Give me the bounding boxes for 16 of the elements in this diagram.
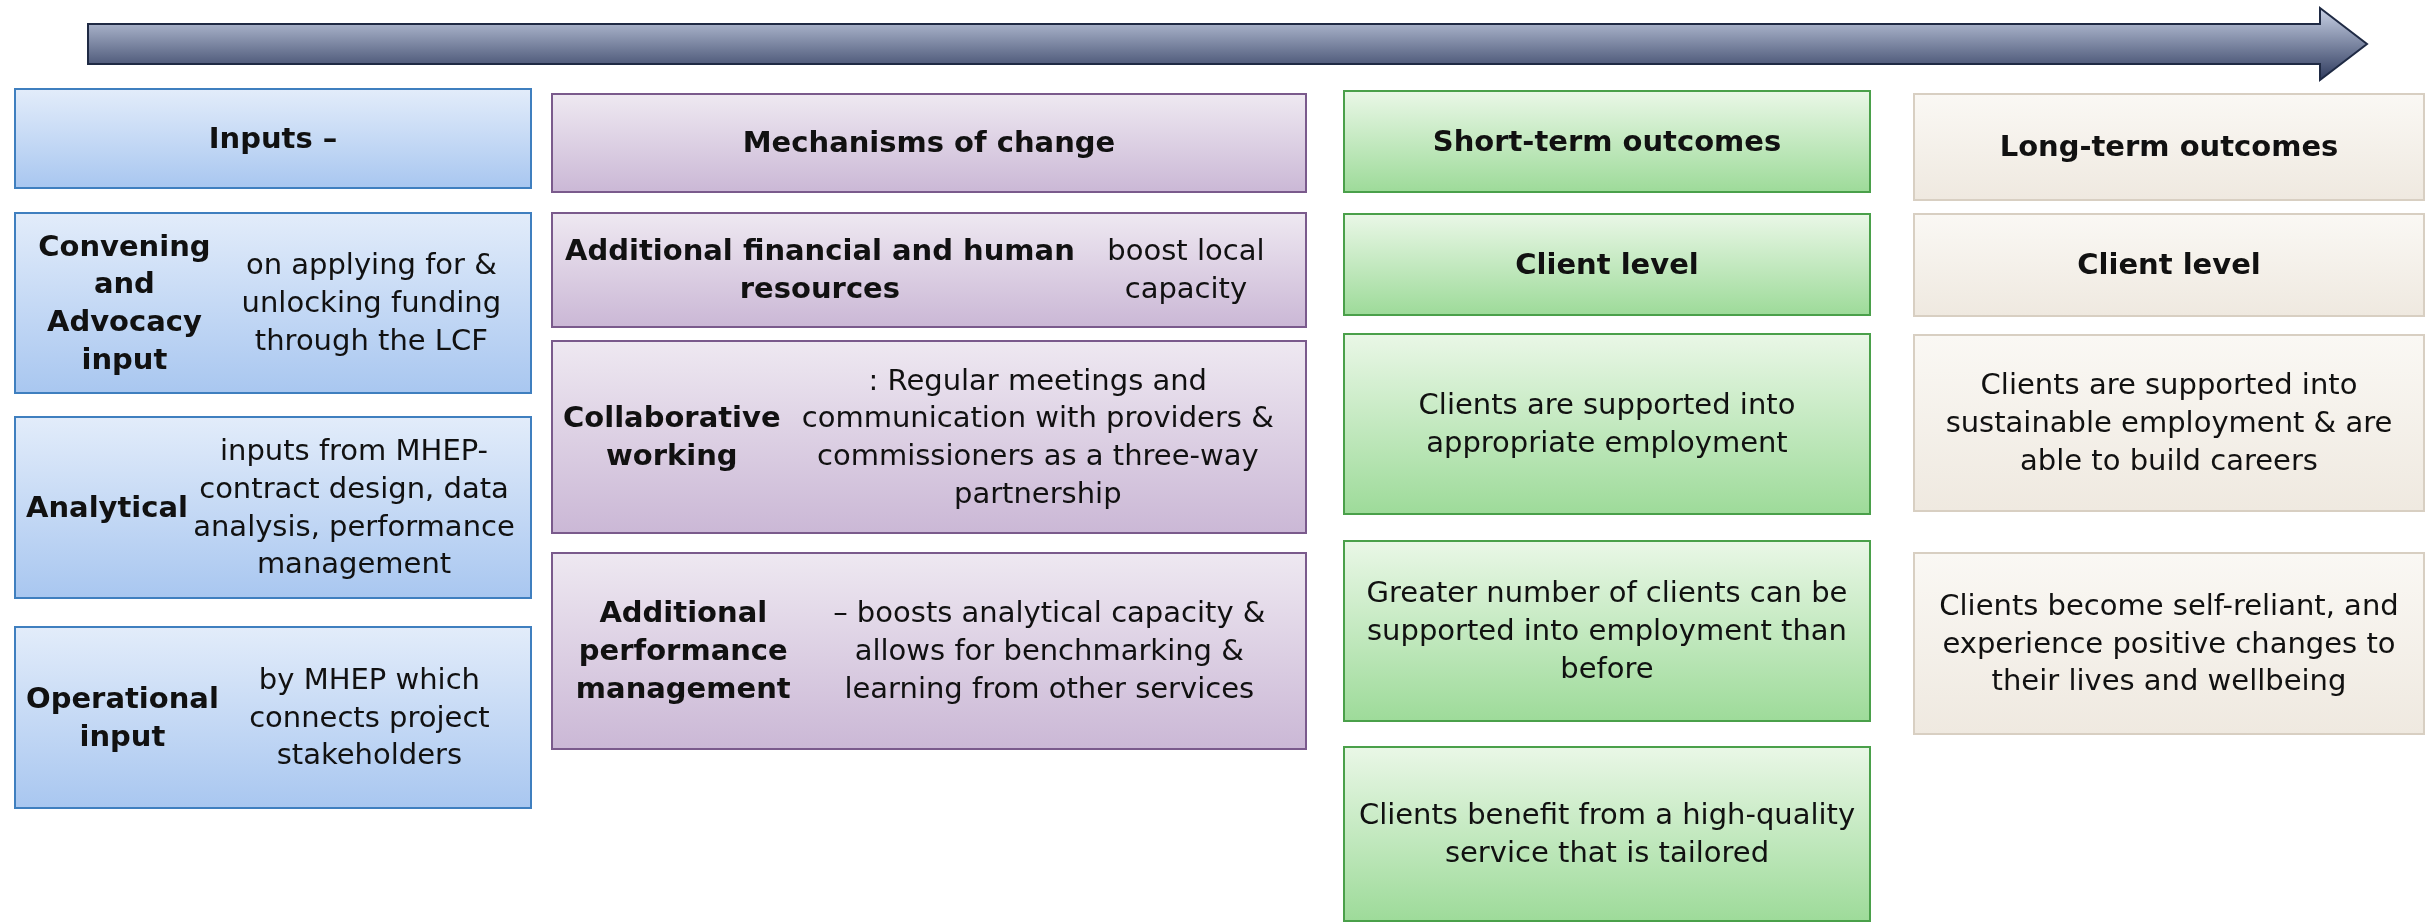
text-box: Operational input by MHEP which connects project stakeholders: [14, 626, 532, 809]
header-box: Client level: [1343, 213, 1871, 316]
text-box: Clients are supported into sustainable employment & are able to build careers: [1913, 334, 2425, 512]
header-box: Long-term outcomes: [1913, 93, 2425, 201]
header-box: Mechanisms of change: [551, 93, 1307, 193]
text-box: Additional financial and human resources boost local capacity: [551, 212, 1307, 328]
header-box: Client level: [1913, 213, 2425, 317]
text-box: Additional performance management – boosts analytical capacity & allows for benchmarking & learning from other services: [551, 552, 1307, 750]
text-box: Greater number of clients can be supported into employment than before: [1343, 540, 1871, 722]
text-box: Clients become self-reliant, and experience positive changes to their lives and wellbeing: [1913, 552, 2425, 735]
text-box: Collaborative working: Regular meetings and communication with providers & commissioners as a three-way partnership: [551, 340, 1307, 534]
header-box: Short-term outcomes: [1343, 90, 1871, 193]
text-box: Clients benefit from a high-quality service that is tailored: [1343, 746, 1871, 922]
text-box: Convening and Advocacy input on applying for & unlocking funding through the LCF: [14, 212, 532, 394]
header-box: Inputs –: [14, 88, 532, 189]
text-box: Clients are supported into appropriate employment: [1343, 333, 1871, 515]
